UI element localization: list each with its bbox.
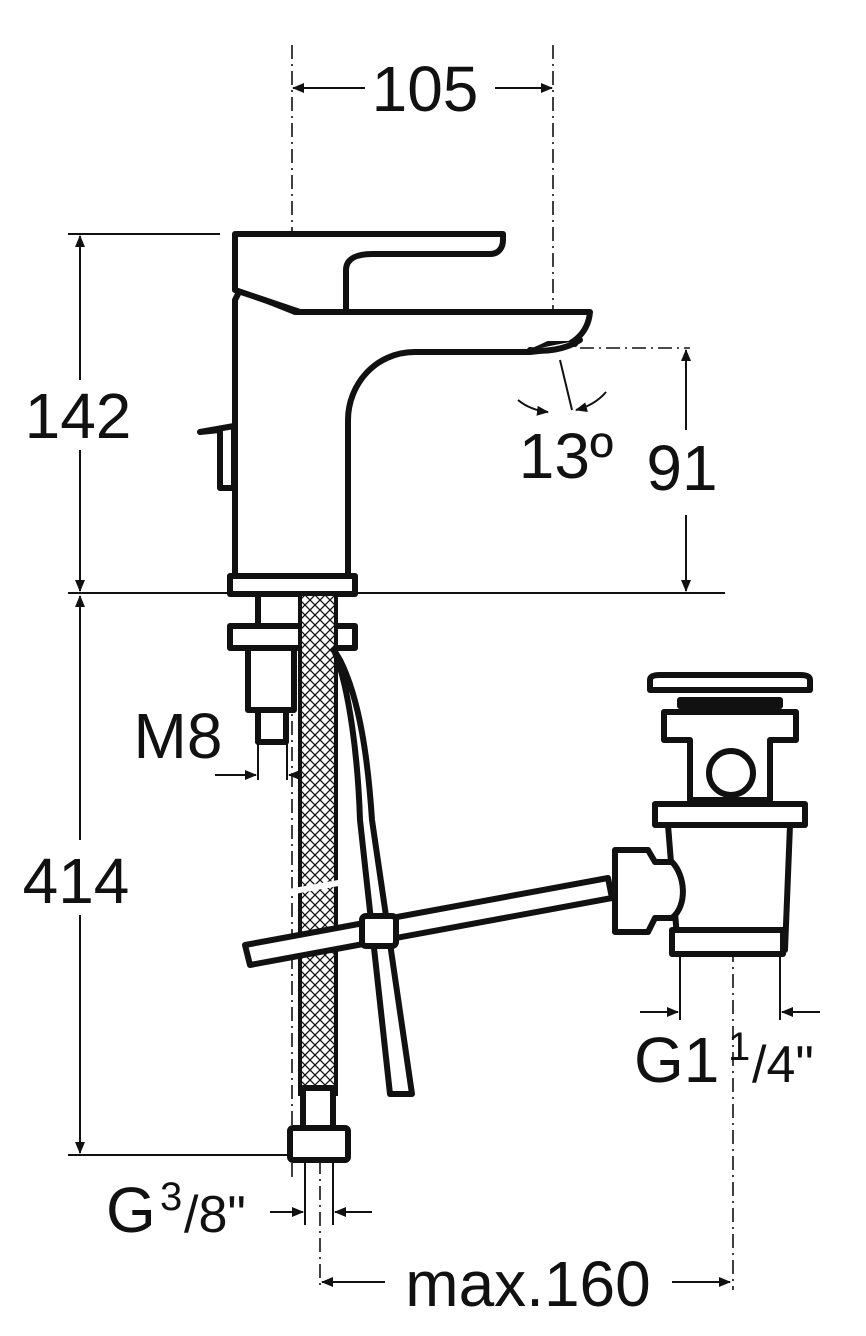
dimension-supply: G 3 /8" [106,1174,372,1246]
max-distance-label: max.160 [405,1248,650,1320]
extension-lines [68,233,781,1225]
thread-label: M8 [134,700,223,772]
spout-angle-label: 13º [519,420,614,492]
dimension-waste: G1 1 /4" [634,1007,820,1096]
dimension-spout-angle: 13º [517,359,614,492]
supply-denominator: /8" [184,1186,246,1244]
dimension-spout-height: 91 [646,349,718,592]
waste-numerator: 1 [728,1025,750,1069]
dimension-total-height: 142 [25,235,132,592]
mounting-assembly [227,591,615,1163]
waste-denominator: /4" [752,1036,814,1094]
dimension-width: 105 [292,53,553,125]
below-counter-label: 414 [23,845,130,917]
dimension-below-counter: 414 [23,595,130,1154]
supply-numerator: 3 [160,1175,182,1219]
faucet-body [197,231,593,597]
dimension-thread: M8 [134,700,330,780]
waste-prefix: G1 [634,1024,719,1096]
popup-waste [612,672,813,957]
total-height-label: 142 [25,380,132,452]
spout-height-label: 91 [646,432,717,504]
supply-prefix: G [106,1174,156,1246]
width-label: 105 [372,53,479,125]
dimension-max-distance: max.160 [321,1248,731,1320]
